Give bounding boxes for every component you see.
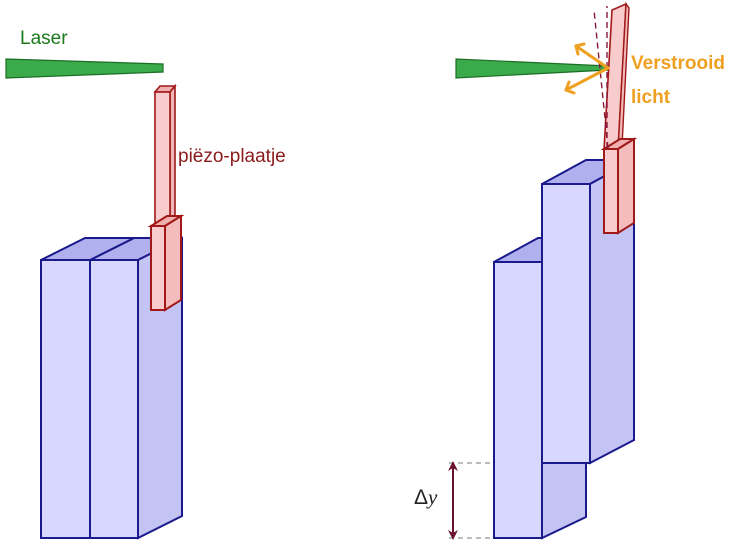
scatter-arrows-icon <box>564 42 610 95</box>
stacked-block-front <box>40 237 135 539</box>
right-panel: Verstrooid licht Δy <box>414 2 725 540</box>
piezo-holder-left <box>147 214 185 312</box>
stacked-block-back <box>89 236 183 540</box>
scattered-light-label-line1: Verstrooid <box>631 53 725 74</box>
delta-y-label: Δy <box>414 485 438 509</box>
left-panel: Laser piëzo-plaatje <box>5 28 286 540</box>
piezo-plate-left <box>153 83 177 233</box>
shifted-block-upper <box>541 158 635 465</box>
scattered-light-label-line2: licht <box>631 87 671 108</box>
piezo-plate-right <box>603 2 630 152</box>
laser-beam-left <box>5 58 164 79</box>
piezo-holder-right <box>600 137 638 235</box>
dashed-tilt-ref <box>593 9 609 149</box>
piezo-label: piëzo-plaatje <box>178 146 286 167</box>
laser-label: Laser <box>20 28 68 49</box>
laser-beam-right <box>455 58 609 79</box>
